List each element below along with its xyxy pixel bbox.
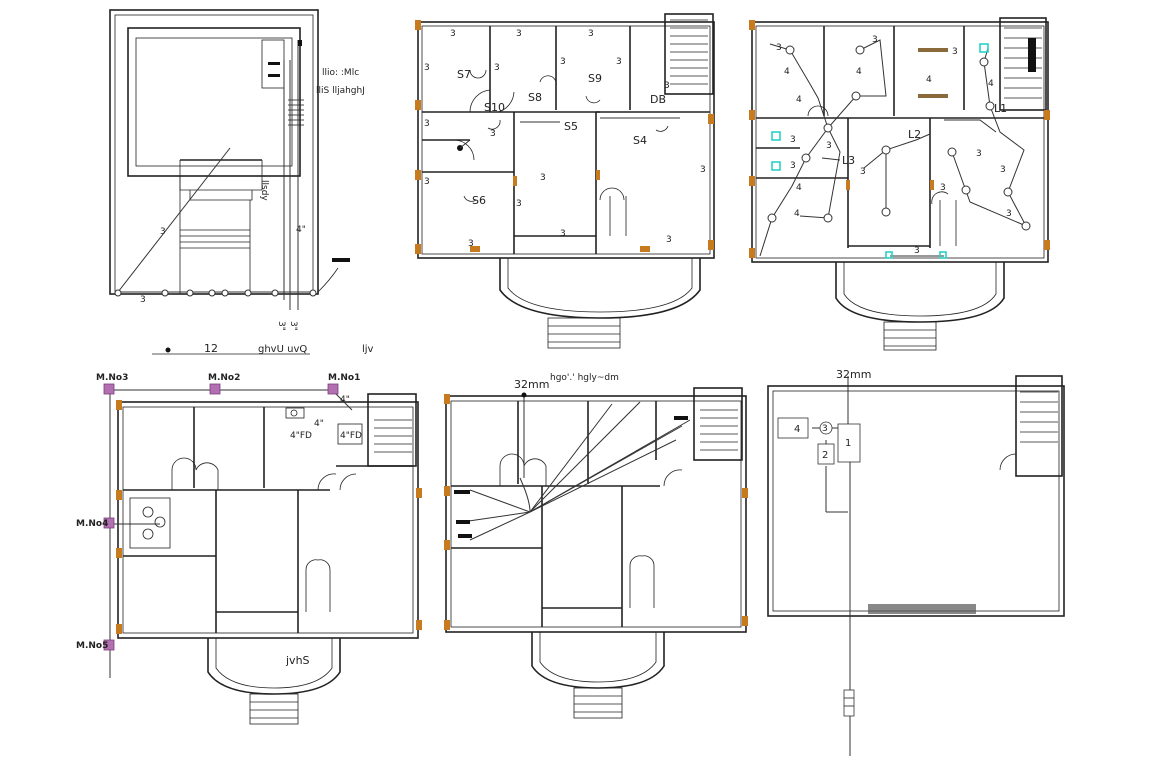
lt-count: 3: [872, 35, 878, 45]
lt-count: 3: [940, 183, 946, 193]
sw-count: 3: [450, 29, 456, 39]
sw-count: 3: [616, 57, 622, 67]
pipe-note: 4": [314, 419, 324, 429]
lt-count: 4: [856, 67, 862, 77]
lt-count: 4: [784, 67, 790, 77]
site-wire-count-2: 3: [140, 295, 146, 305]
conduit-size: 32mm: [514, 378, 549, 391]
riser-box-4: 4: [794, 424, 800, 435]
lt-count: 3: [790, 135, 796, 145]
site-wire-count: 3: [160, 227, 166, 237]
pipe-text-1: 3": [276, 321, 286, 331]
lt-count: 4: [796, 95, 802, 105]
lt-count: 3: [914, 246, 920, 256]
lt-count: 3: [790, 161, 796, 171]
lt-count: 3: [1006, 209, 1012, 219]
drainage-plan: M.No3 M.No2 M.No1 M.No4 M.No5 4" 4" 4"FD…: [76, 373, 422, 725]
switch-S8: S8: [528, 91, 542, 104]
lt-count: 4: [926, 75, 932, 85]
switch-layout-plan: S7 S8 S9 S10 S5 S4 DB S6 3 3 3 3 3 3 3 3…: [415, 13, 715, 349]
lt-count: 3: [826, 141, 832, 151]
switch-S6: S6: [472, 194, 486, 207]
mirror-text-2: lliS lljahghJ: [316, 86, 365, 96]
manhole-5: M.No5: [76, 641, 108, 651]
manhole-2: M.No2: [208, 373, 240, 383]
pipe-note: 4"FD: [340, 431, 362, 441]
site-plan: llio: :Mlc lliS lljahghJ llsdy 4" 3" 3" …: [109, 9, 374, 355]
sw-count: 3: [560, 229, 566, 239]
sw-count: 3: [560, 57, 566, 67]
light-L3: L3: [842, 154, 855, 167]
sw-count: 3: [666, 235, 672, 245]
sw-count: 3: [468, 239, 474, 249]
lt-count: 3: [776, 43, 782, 53]
light-L1: L1: [994, 102, 1007, 115]
bottom-note-1: 12: [204, 342, 218, 355]
switch-DB: DB: [650, 93, 666, 106]
sw-count: 3: [424, 63, 430, 73]
sw-count: 3: [494, 63, 500, 73]
lt-count: 3: [860, 167, 866, 177]
sw-count: 3: [516, 199, 522, 209]
sw-count: 3: [588, 29, 594, 39]
riser-size: 32mm: [836, 368, 871, 381]
site-side-text: llsdy: [259, 180, 269, 201]
site-side-text-2: 4": [296, 225, 306, 235]
lt-count: 3: [976, 149, 982, 159]
sw-count: 3: [424, 177, 430, 187]
pipe-text-2: 3": [288, 321, 298, 331]
switch-S10: S10: [484, 101, 505, 114]
switch-S7: S7: [457, 68, 471, 81]
lighting-layout-plan: L1 L2 L3 3 4 4 4 3 3 4 4 4 3 3 3 3 3 3 3…: [749, 17, 1050, 351]
light-L2: L2: [908, 128, 921, 141]
switch-S9: S9: [588, 72, 602, 85]
drainage-room-label: jvhS: [285, 654, 310, 667]
lt-count: 3: [952, 47, 958, 57]
sw-count: 3: [516, 29, 522, 39]
sw-count: 3: [540, 173, 546, 183]
switch-S5: S5: [564, 120, 578, 133]
sw-count: 3: [424, 119, 430, 129]
bottom-note-3: ljv: [362, 344, 374, 355]
conduit-plan: 32mm hgo'.' hgly~dm: [444, 373, 748, 719]
pipe-note: 4": [340, 395, 350, 405]
roof-riser-plan: 32mm 4 3 2 1: [767, 368, 1065, 756]
mirror-text-1: llio: :Mlc: [322, 68, 359, 78]
manhole-4: M.No4: [76, 519, 108, 529]
sw-count: 3: [664, 81, 670, 91]
riser-box-1: 1: [845, 438, 851, 449]
manhole-1: M.No1: [328, 373, 360, 383]
switch-S4: S4: [633, 134, 647, 147]
riser-box-3: 3: [822, 424, 828, 434]
sw-count: 3: [490, 129, 496, 139]
manhole-3: M.No3: [96, 373, 128, 383]
lt-count: 3: [1000, 165, 1006, 175]
pipe-note: 4"FD: [290, 431, 312, 441]
bottom-note-2: ghvU uvQ: [258, 344, 307, 355]
lt-count: 4: [988, 79, 994, 89]
sw-count: 3: [700, 165, 706, 175]
lt-count: 4: [794, 209, 800, 219]
lt-count: 4: [796, 183, 802, 193]
riser-box-2: 2: [822, 450, 828, 461]
conduit-title: hgo'.' hgly~dm: [550, 373, 619, 383]
